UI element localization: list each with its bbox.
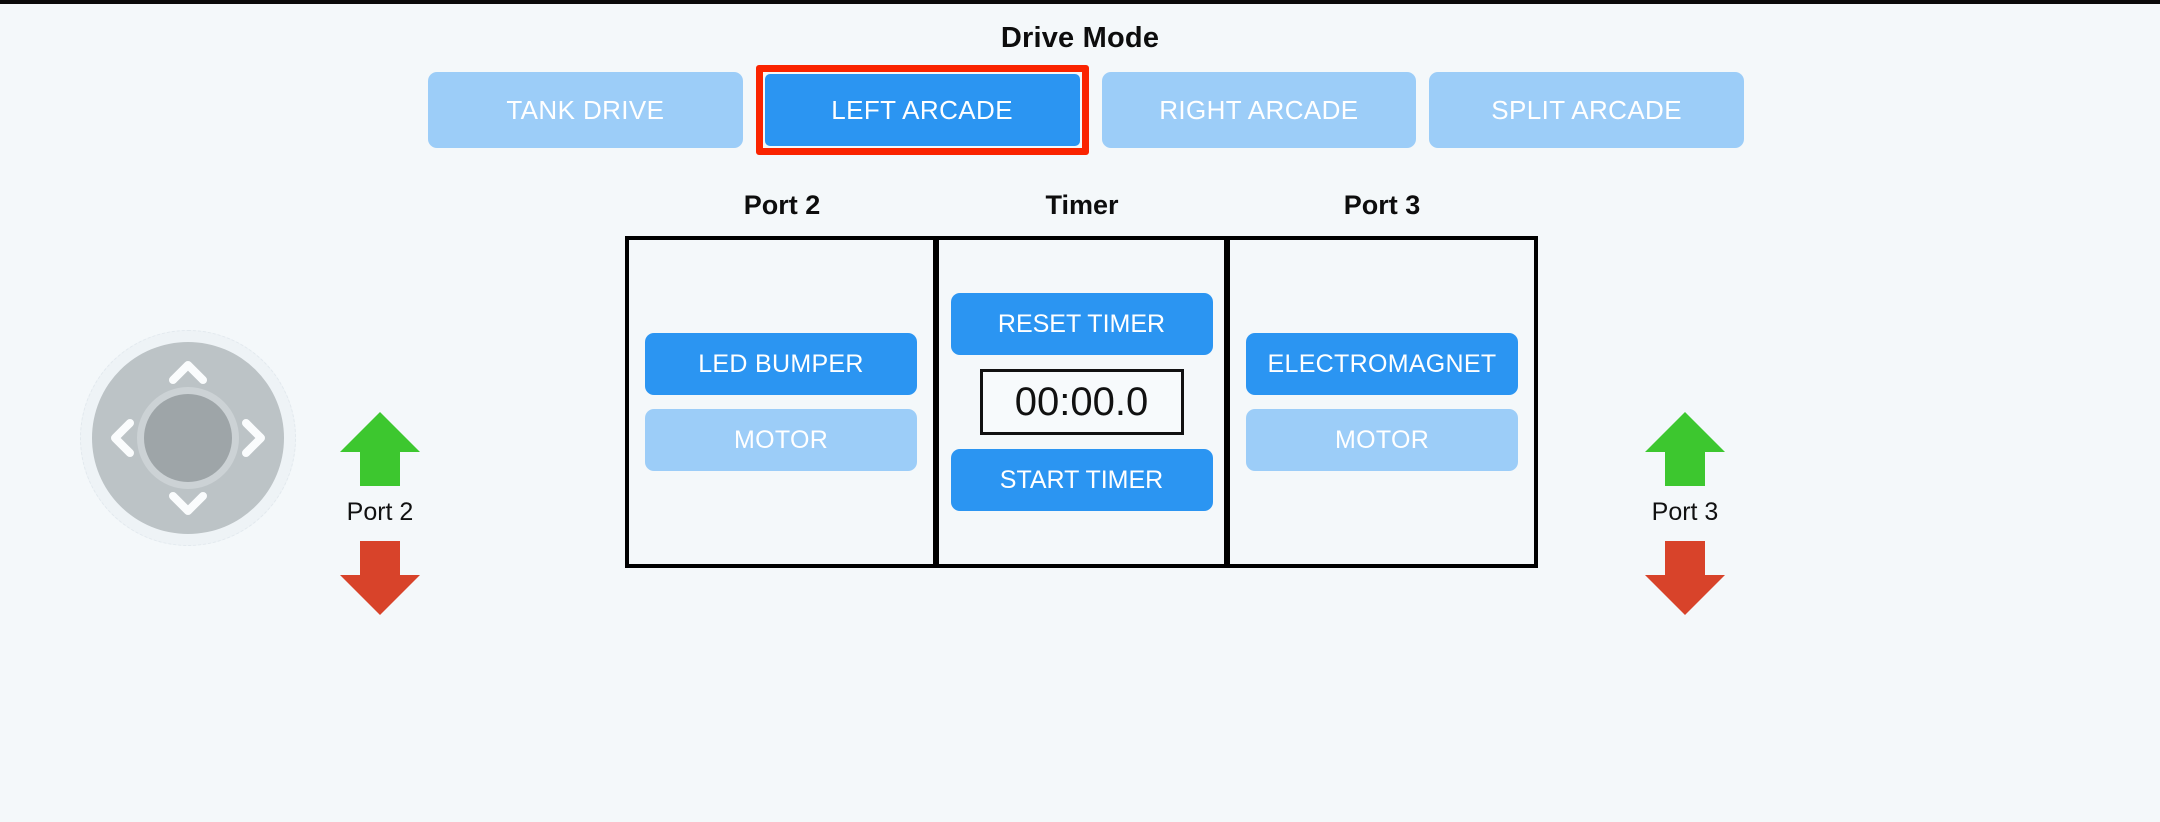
drive-mode-option-tank-drive-wrapper: TANK DRIVE	[428, 72, 743, 148]
panel-title-timer: Timer	[1045, 190, 1119, 220]
panel-port2: LED BUMPER MOTOR	[625, 236, 935, 568]
top-bar	[0, 0, 2160, 4]
drive-mode-option-split-arcade-wrapper: SPLIT ARCADE	[1429, 72, 1744, 148]
directional-pad[interactable]	[80, 330, 296, 546]
chevron-up-icon[interactable]	[166, 352, 210, 396]
drive-mode-tank-drive-button[interactable]: TANK DRIVE	[428, 72, 743, 148]
timer-display: 00:00.0	[979, 369, 1184, 435]
port3-arrow-controls: Port 3	[1610, 410, 1760, 617]
port2-arrow-label: Port 2	[346, 498, 414, 526]
reset-timer-button[interactable]: RESET TIMER	[950, 293, 1213, 355]
drive-mode-selector: TANK DRIVE LEFT ARCADE RIGHT ARCADE SPLI…	[428, 65, 1744, 155]
arrow-up-icon[interactable]	[1643, 410, 1727, 488]
chevron-down-icon[interactable]	[166, 480, 210, 524]
panel-timer: RESET TIMER 00:00.0 START TIMER	[935, 236, 1228, 568]
port2-motor-button[interactable]: MOTOR	[645, 409, 917, 471]
drive-mode-split-arcade-button[interactable]: SPLIT ARCADE	[1429, 72, 1744, 148]
control-panels: LED BUMPER MOTOR RESET TIMER 00:00.0 STA…	[625, 236, 1538, 568]
drive-mode-right-arcade-button[interactable]: RIGHT ARCADE	[1101, 72, 1417, 148]
page-title: Drive Mode	[1000, 22, 1160, 54]
dpad-center-hub[interactable]	[144, 394, 232, 482]
drive-mode-option-left-arcade-wrapper: LEFT ARCADE	[755, 65, 1089, 155]
chevron-right-icon[interactable]	[230, 416, 274, 460]
arrow-up-icon[interactable]	[338, 410, 422, 488]
drive-mode-option-right-arcade-wrapper: RIGHT ARCADE	[1101, 72, 1417, 148]
panel-title-port3: Port 3	[1343, 190, 1421, 220]
panel-port3: ELECTROMAGNET MOTOR	[1228, 236, 1538, 568]
port3-arrow-label: Port 3	[1651, 498, 1719, 526]
panel-title-port2: Port 2	[743, 190, 821, 220]
start-timer-button[interactable]: START TIMER	[950, 449, 1213, 511]
arrow-down-icon[interactable]	[1643, 539, 1727, 617]
chevron-left-icon[interactable]	[102, 416, 146, 460]
arrow-down-icon[interactable]	[338, 539, 422, 617]
led-bumper-button[interactable]: LED BUMPER	[645, 333, 917, 395]
drive-mode-left-arcade-button[interactable]: LEFT ARCADE	[764, 74, 1080, 146]
port3-motor-button[interactable]: MOTOR	[1246, 409, 1518, 471]
electromagnet-button[interactable]: ELECTROMAGNET	[1246, 333, 1518, 395]
port2-arrow-controls: Port 2	[305, 410, 455, 617]
